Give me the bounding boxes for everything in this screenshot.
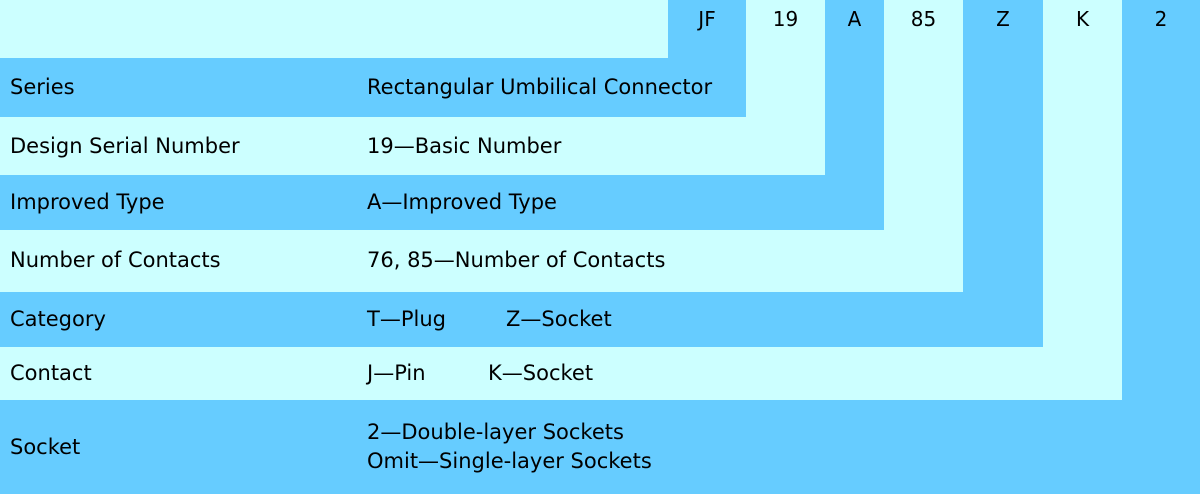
row-7-bg (0, 400, 1200, 494)
code-85: 85 (910, 7, 937, 31)
col-19-strip (746, 0, 825, 117)
row-desc-improved-type: A—Improved Type (367, 190, 557, 214)
row-5-bg (0, 292, 1043, 347)
col-jf-strip (668, 0, 746, 58)
row-label-improved-type: Improved Type (10, 190, 165, 214)
row-1-bg (0, 58, 746, 117)
row-desc-socket-double: 2—Double-layer Sockets (367, 420, 624, 444)
col-z-strip (963, 0, 1043, 292)
row-label-socket: Socket (10, 435, 81, 459)
row-desc-category-plug: T—Plug (367, 307, 446, 331)
row-desc-number-contacts: 76, 85—Number of Contacts (367, 248, 666, 272)
row-3-bg (0, 175, 884, 230)
row-desc-category-socket: Z—Socket (506, 307, 612, 331)
row-desc-contact-socket: K—Socket (488, 361, 594, 385)
row-label-number-contacts: Number of Contacts (10, 248, 221, 272)
code-a: A (847, 7, 862, 31)
code-k: K (1075, 7, 1090, 31)
row-label-category: Category (10, 307, 106, 331)
row-2-bg (0, 117, 825, 175)
col-85-strip (884, 0, 963, 230)
col-2-strip (1122, 0, 1200, 400)
row-desc-design-serial: 19—Basic Number (367, 134, 562, 158)
code-2: 2 (1154, 7, 1168, 31)
row-4-bg (0, 230, 963, 292)
row-desc-series: Rectangular Umbilical Connector (367, 75, 713, 99)
row-desc-contact-pin: J—Pin (367, 361, 426, 385)
row-label-contact: Contact (10, 361, 92, 385)
row-label-design-serial: Design Serial Number (10, 134, 240, 158)
code-jf: JF (698, 7, 716, 31)
row-desc-socket-single: Omit—Single-layer Sockets (367, 449, 652, 473)
col-a-strip (825, 0, 884, 175)
code-19: 19 (772, 7, 799, 31)
row-6-bg (0, 347, 1122, 400)
code-z: Z (996, 7, 1010, 31)
col-k-strip (1043, 0, 1122, 347)
row-label-series: Series (10, 75, 75, 99)
